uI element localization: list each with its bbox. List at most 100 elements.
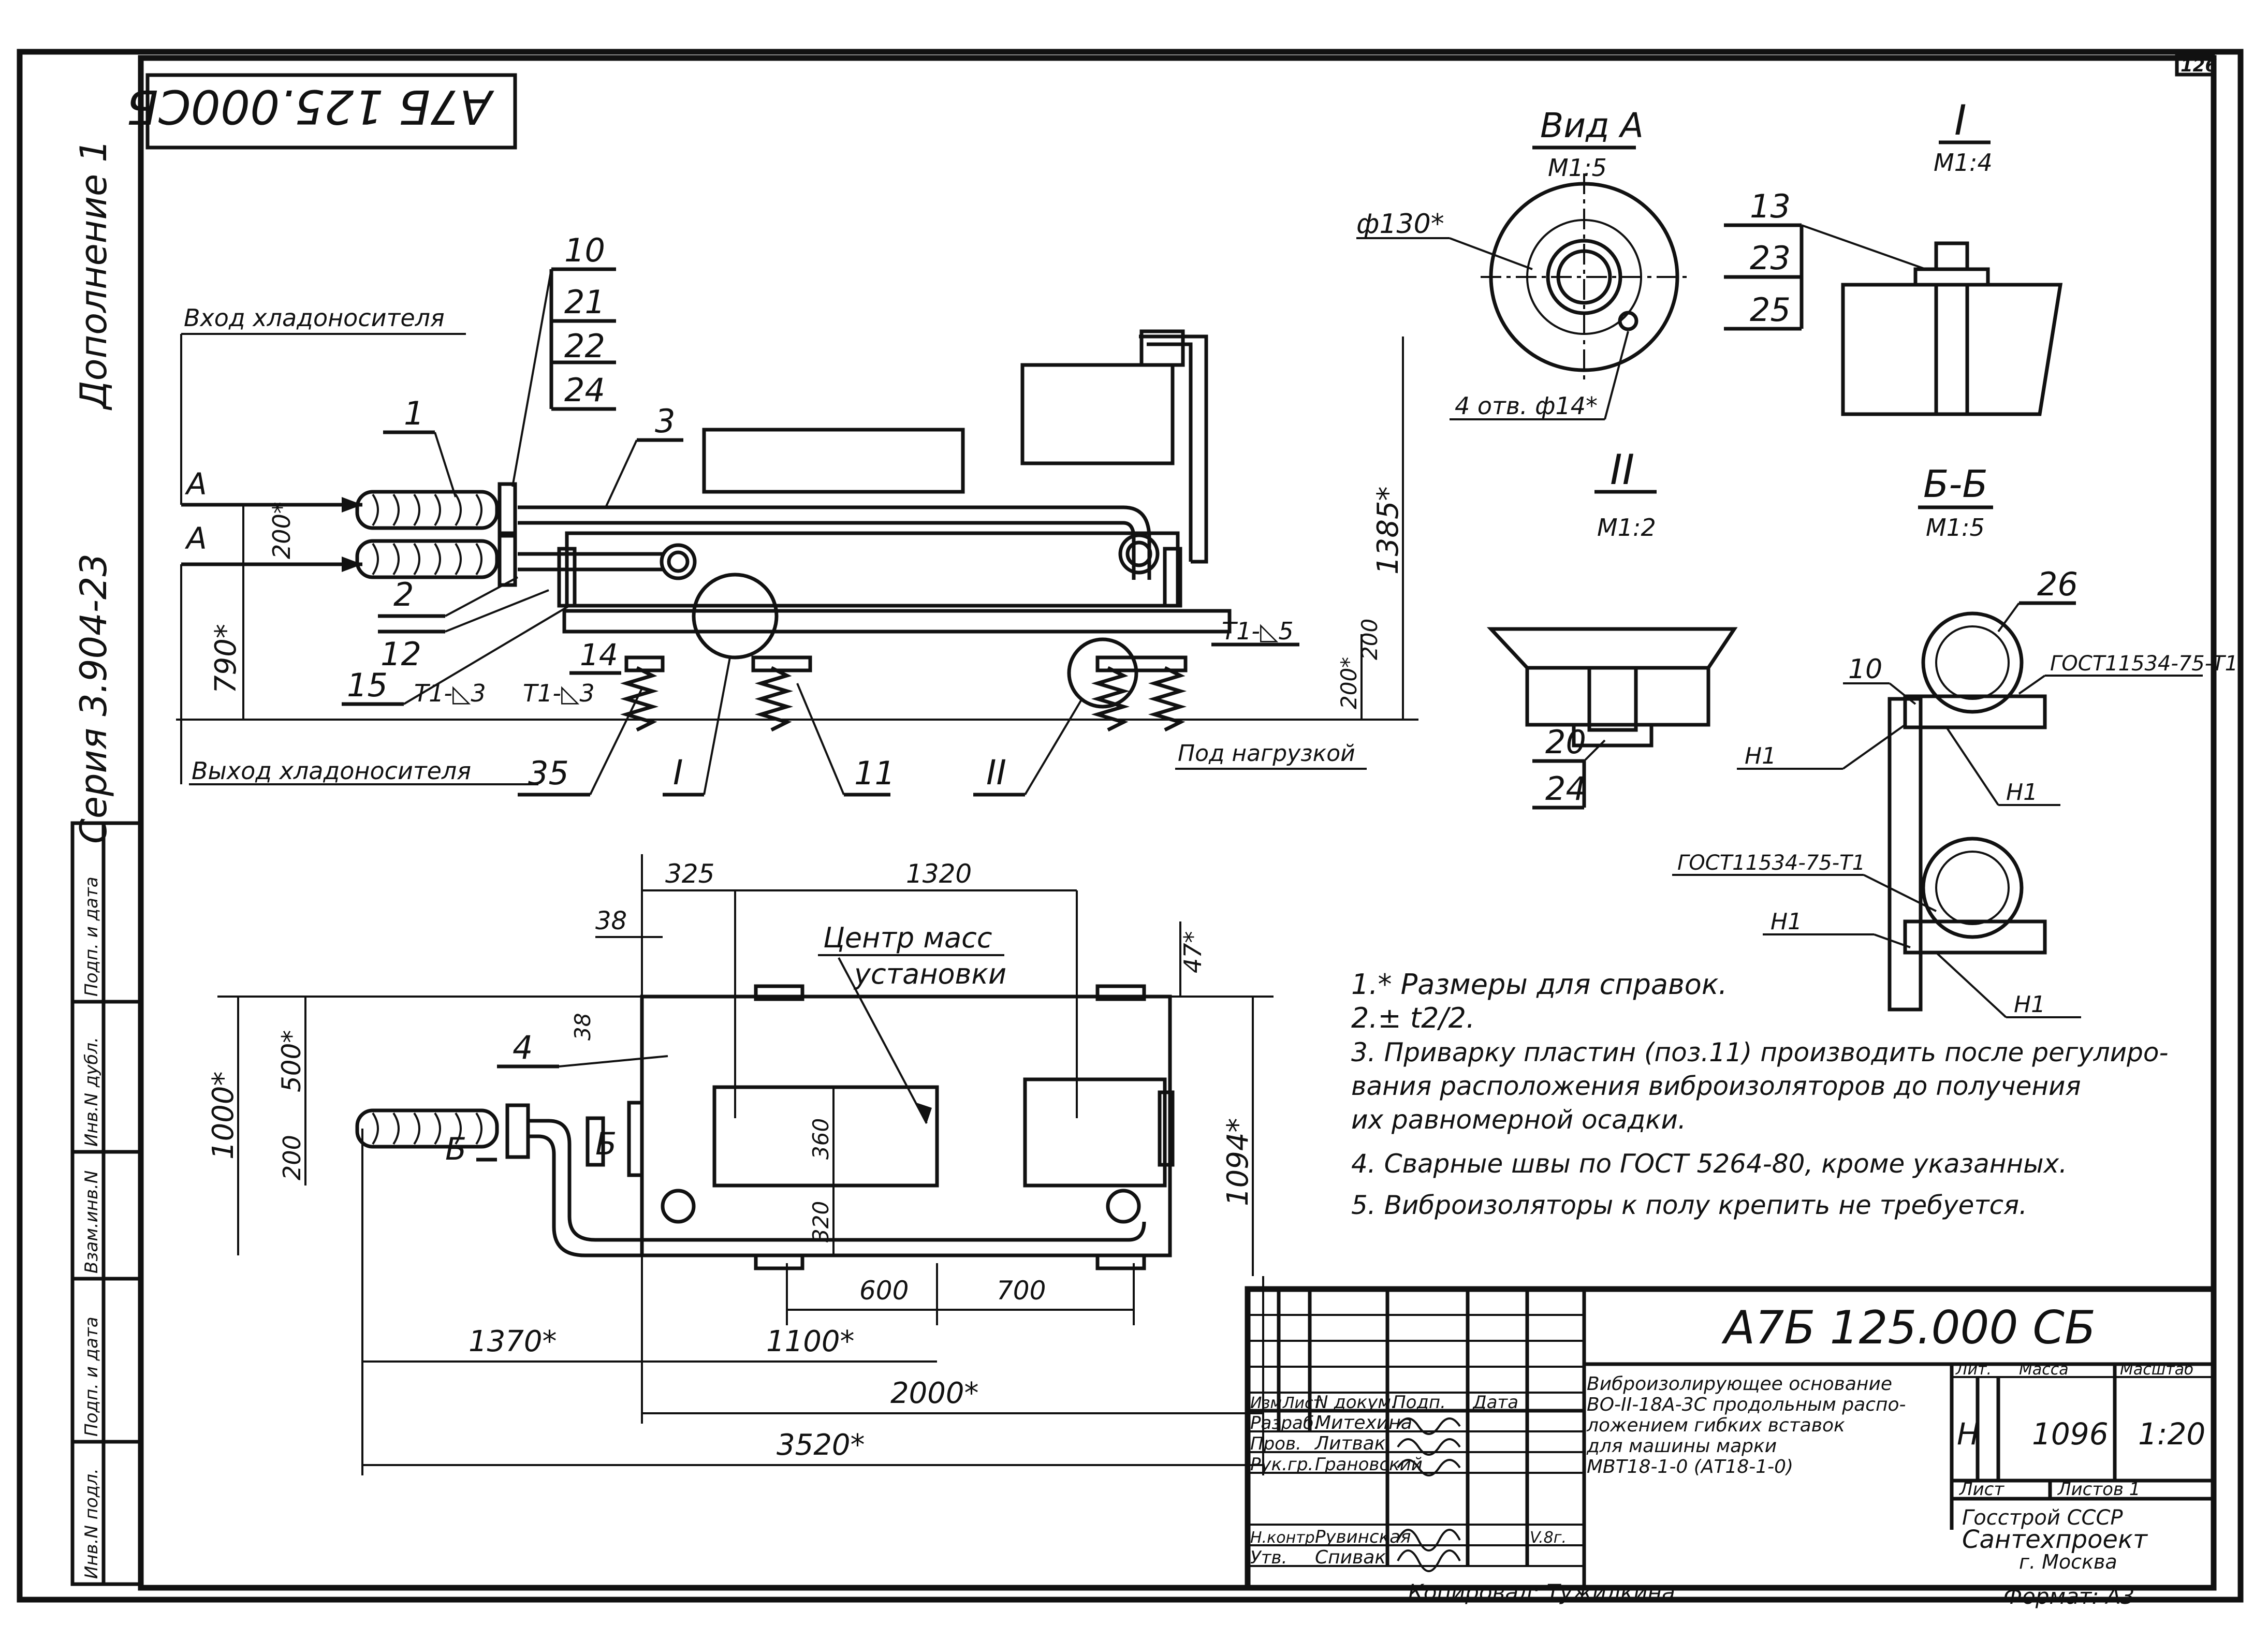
detail-II-title: II [1610,446,1634,494]
note-3-cont-2: их равномерной осадки. [1351,1105,1686,1135]
tb-role-nkontr: Н.контр. [1250,1529,1320,1547]
plan-view: Центр масс установки 4 Б Б 325 1320 38 3… [207,854,1274,1475]
view-a-holes: 4 отв. ф14* [1455,392,1598,420]
leader-12: 12 [381,635,421,673]
dim-1385: 1385* [1371,486,1405,575]
dim-790: 790* [209,624,243,694]
stamp-podp-data-2: Подп. и дата [81,876,102,997]
technical-notes: 1.* Размеры для справок. 2.± t2/2. 3. Пр… [1351,968,2169,1220]
leader-21: 21 [564,283,605,321]
note-1: 1.* Размеры для справок. [1351,968,1728,1001]
section-bb-leader-26: 26 [2037,565,2078,603]
dim-1100: 1100* [766,1325,855,1358]
detail-I-marker [692,573,779,660]
note-3-cont-1: вания расположения виброизоляторов до по… [1351,1071,2081,1101]
dim-200-spring: 200* [1336,657,1362,709]
tb-role-utv: Утв. [1250,1547,1287,1568]
rotated-designation-box: А7Б 125.000СБ [126,73,517,150]
leader-35: 35 [528,754,569,792]
tb-scale-label: Масштаб [2120,1360,2194,1379]
tb-role-prov: Пров. [1250,1433,1301,1454]
tb-name-rukgr: Грановский [1315,1454,1423,1475]
tb-scale-value: 1:20 [2138,1416,2205,1452]
tb-col-data: Дата [1472,1392,1518,1413]
dim-1094: 1094* [1221,1118,1255,1206]
page-number: 126 [2181,55,2217,76]
weld-symbol-1: T1-◺3 [414,679,486,707]
tb-name-3: ложением гибких вставок [1586,1415,1845,1436]
format-label: Формат: А3 [2003,1584,2134,1609]
dim-200-plan: 200 [278,1135,306,1180]
title-block: Изм Лист N докум. Подп. Дата Разраб. Про… [1245,1286,2217,1591]
tb-mass-value: 1096 [2032,1416,2109,1452]
detail-II-leader-24: 24 [1545,770,1586,808]
leader-24: 24 [564,371,605,409]
mass-center-line-1: Центр масс [823,921,992,954]
tb-name-2: ВО-II-18А-3С продольным распо- [1587,1394,1906,1415]
leader-22: 22 [564,327,605,365]
left-margin-stamp: Инв.N подл. Подп. и дата Взам.инв.N Инв.… [70,821,143,1586]
tb-name-utv: Спивак [1315,1547,1386,1568]
detail-I-leader-25: 25 [1750,291,1791,329]
leader-1: 1 [404,394,424,432]
tb-name-1: Виброизолирующее основание [1587,1373,1892,1395]
detail-II-scale: М1:2 [1597,514,1656,542]
dim-600: 600 [859,1276,909,1306]
coolant-out-label: Выход хладоносителя [192,757,471,785]
coolant-in-label: Вход хладоносителя [184,304,445,332]
section-b-b: Б-Б М1:5 26 10 ГОСТ11534-75-Т1 ГОСТ11534… [1672,462,2238,1018]
detail-I-leader-23: 23 [1750,239,1791,277]
tb-mass-label: Масса [2019,1360,2069,1379]
leader-11: 11 [854,754,895,792]
tb-name-razrab: Митехина [1315,1412,1412,1433]
leader-II: II [986,753,1006,793]
tb-role-rukgr: Рук.гр. [1250,1454,1313,1475]
under-load-label: Под нагрузкой [1178,740,1355,767]
tb-org-1: Госстрой СССР [1962,1506,2123,1530]
section-bb-gost-2: ГОСТ11534-75-Т1 [1677,851,1865,875]
weld-h1-b: Н1 [2006,779,2038,806]
dim-500: 500* [276,1030,306,1092]
tb-name-5: МВТ18-1-0 (АТ18-1-0) [1587,1456,1793,1477]
dim-200-inlet: 200* [268,502,296,559]
leader-2: 2 [393,576,414,613]
dim-1370: 1370* [469,1325,557,1358]
detail-II: II М1:2 20 24 [1486,446,1738,810]
tb-org-2: Сантехпроект [1962,1525,2148,1554]
section-bb-leader-10: 10 [1848,654,1882,685]
detail-I: I М1:4 13 23 25 [1724,96,2063,416]
leader-3: 3 [655,402,675,440]
stamp-inv-dubl: Инв.N дубл. [81,1037,102,1147]
weld-h1-a: Н1 [1745,743,1776,769]
signature-marks [1397,1417,1461,1572]
weld-symbol-2: T1-◺3 [523,679,595,707]
plan-leader-4: 4 [513,1029,533,1066]
supplement-label: Дополнение 1 [72,139,115,411]
plan-section-mark-1: Б [445,1131,466,1167]
series-label: Серия 3.904-23 [72,553,115,844]
detail-II-marker [1067,637,1138,709]
stamp-vzam-inv: Взам.инв.N [81,1170,102,1274]
dim-320: 320 [808,1201,833,1242]
tb-role-razrab: Разраб. [1250,1413,1320,1433]
tb-name-prov: Литвак [1314,1433,1386,1454]
side-view: Вход хладоносителя Выход хладоносителя А… [176,231,1418,797]
copied-by: Копировал: Тужилкина [1408,1579,1675,1605]
view-a-scale: М1:5 [1548,154,1607,182]
dim-1320: 1320 [906,859,972,889]
dim-38-side: 38 [570,1013,595,1041]
weld-h1-d: Н1 [2014,991,2045,1018]
section-bb-title: Б-Б [1923,462,1988,506]
leader-14: 14 [580,637,618,672]
tb-col-izm: Изм [1250,1394,1282,1412]
view-a: Вид А М1:5 ф130* 4 отв. ф14* [1356,106,1688,420]
view-a-diameter: ф130* [1356,209,1444,240]
tb-col-ndokum: N докум. [1315,1392,1397,1413]
flexible-insert-lower [355,531,517,587]
detail-I-leader-13: 13 [1750,187,1791,225]
detail-II-leader-20: 20 [1545,723,1586,761]
note-4: 4. Сварные швы по ГОСТ 5264-80, кроме ук… [1351,1149,2067,1179]
view-a-mark-1: А [184,466,207,502]
rotated-designation: А7Б 125.000СБ [126,79,494,134]
tb-col-podp: Подп. [1393,1392,1446,1413]
